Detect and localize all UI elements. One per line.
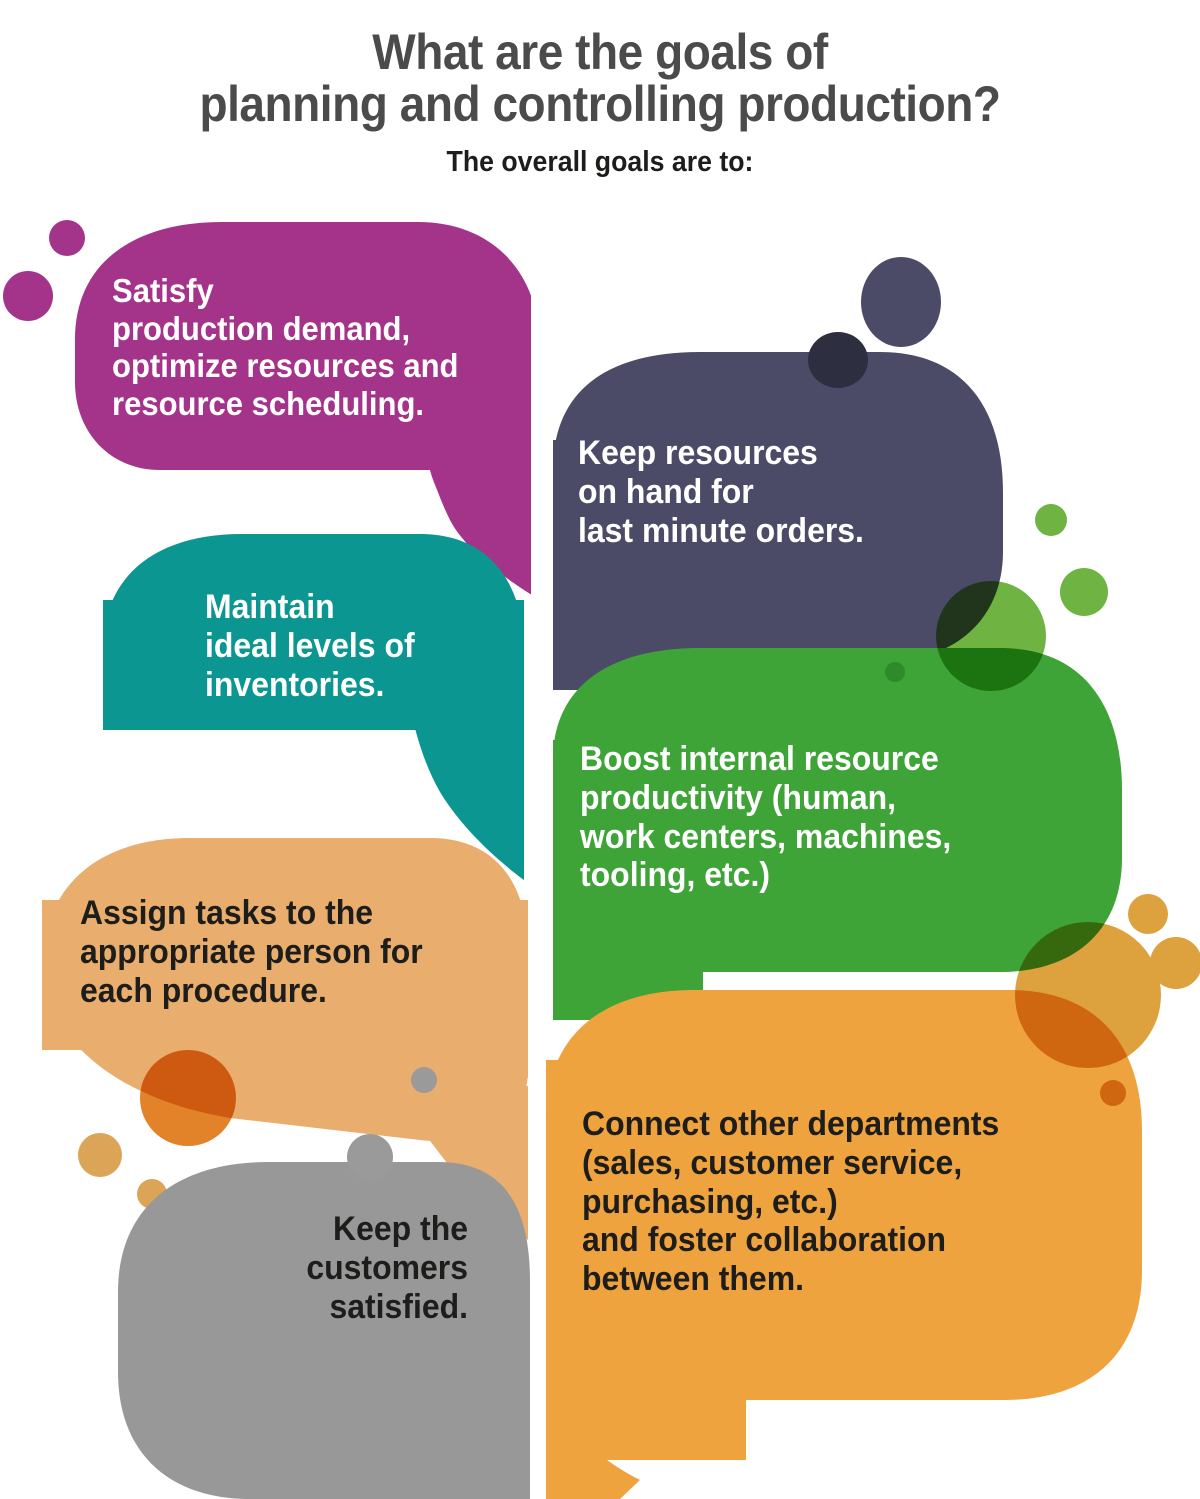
decor-circle-tan-dark xyxy=(140,1050,236,1146)
page-title: What are the goals of planning and contr… xyxy=(48,0,1152,130)
decor-orange-circles xyxy=(1015,894,1200,1106)
bubble-text-connect-departments: Connect other departments (sales, custom… xyxy=(582,1105,1000,1298)
bubble-boost xyxy=(553,504,1122,1020)
decor-circle-tan-small xyxy=(78,1133,122,1177)
bubble-keep-customers xyxy=(118,1067,530,1499)
decor-circle-green-large xyxy=(936,581,1046,691)
decor-circle-orange-large xyxy=(1015,922,1161,1068)
bubble-tail-connect xyxy=(546,1340,640,1499)
decor-circle-gray-small xyxy=(411,1067,437,1093)
bubble-body-fill-connect xyxy=(546,1060,746,1460)
bubble-text-assign-tasks: Assign tasks to the appropriate person f… xyxy=(80,894,423,1010)
bubble-text-keep-customers-satisfied: Keep the customers satisfied. xyxy=(306,1210,468,1326)
decor-circle-magenta-small xyxy=(49,220,85,256)
bubble-shape-satisfy xyxy=(75,222,540,1499)
decor-circle-orange-tiny xyxy=(1100,1080,1126,1106)
bubble-text-keep-resources: Keep resources on hand for last minute o… xyxy=(578,434,864,550)
page-title-line-1: What are the goals of xyxy=(372,24,828,80)
bubble-tail-maintain xyxy=(410,706,524,880)
decor-circle-green-medium xyxy=(1060,568,1108,616)
decor-circle-magenta-large xyxy=(3,271,53,321)
bubble-text-satisfy: Satisfy production demand, optimize reso… xyxy=(112,272,459,422)
decor-circle-green-dot xyxy=(885,662,905,682)
page-title-line-2: planning and controlling production? xyxy=(199,76,1001,132)
centre-divider-gap xyxy=(531,200,545,1499)
bubble-text-maintain-inventories: Maintain ideal levels of inventories. xyxy=(205,588,415,704)
page-subtitle: The overall goals are to: xyxy=(446,146,754,178)
bubble-tail-keep-customers xyxy=(418,1390,530,1499)
decor-circle-gray-medium xyxy=(347,1134,393,1180)
bubble-maintain-inventories xyxy=(103,534,524,880)
bubble-connect xyxy=(546,894,1200,1499)
bubble-assign-tasks xyxy=(42,838,528,1240)
bubble-text-boost-productivity: Boost internal resource productivity (hu… xyxy=(580,740,952,895)
decor-circle-green-small xyxy=(1035,504,1067,536)
decor-green-circles xyxy=(936,504,1108,691)
bubble-tail-boost xyxy=(553,900,700,1007)
decor-circle-orange-medium xyxy=(1150,937,1200,989)
decor-circle-navy-dark xyxy=(808,332,868,388)
decor-circle-orange-small xyxy=(1128,894,1168,934)
decor-circle-navy-large xyxy=(861,257,941,347)
bubble-tail-satisfy xyxy=(428,462,540,600)
header: What are the goals of planning and contr… xyxy=(0,0,1200,179)
bubble-satisfy xyxy=(3,220,540,1499)
